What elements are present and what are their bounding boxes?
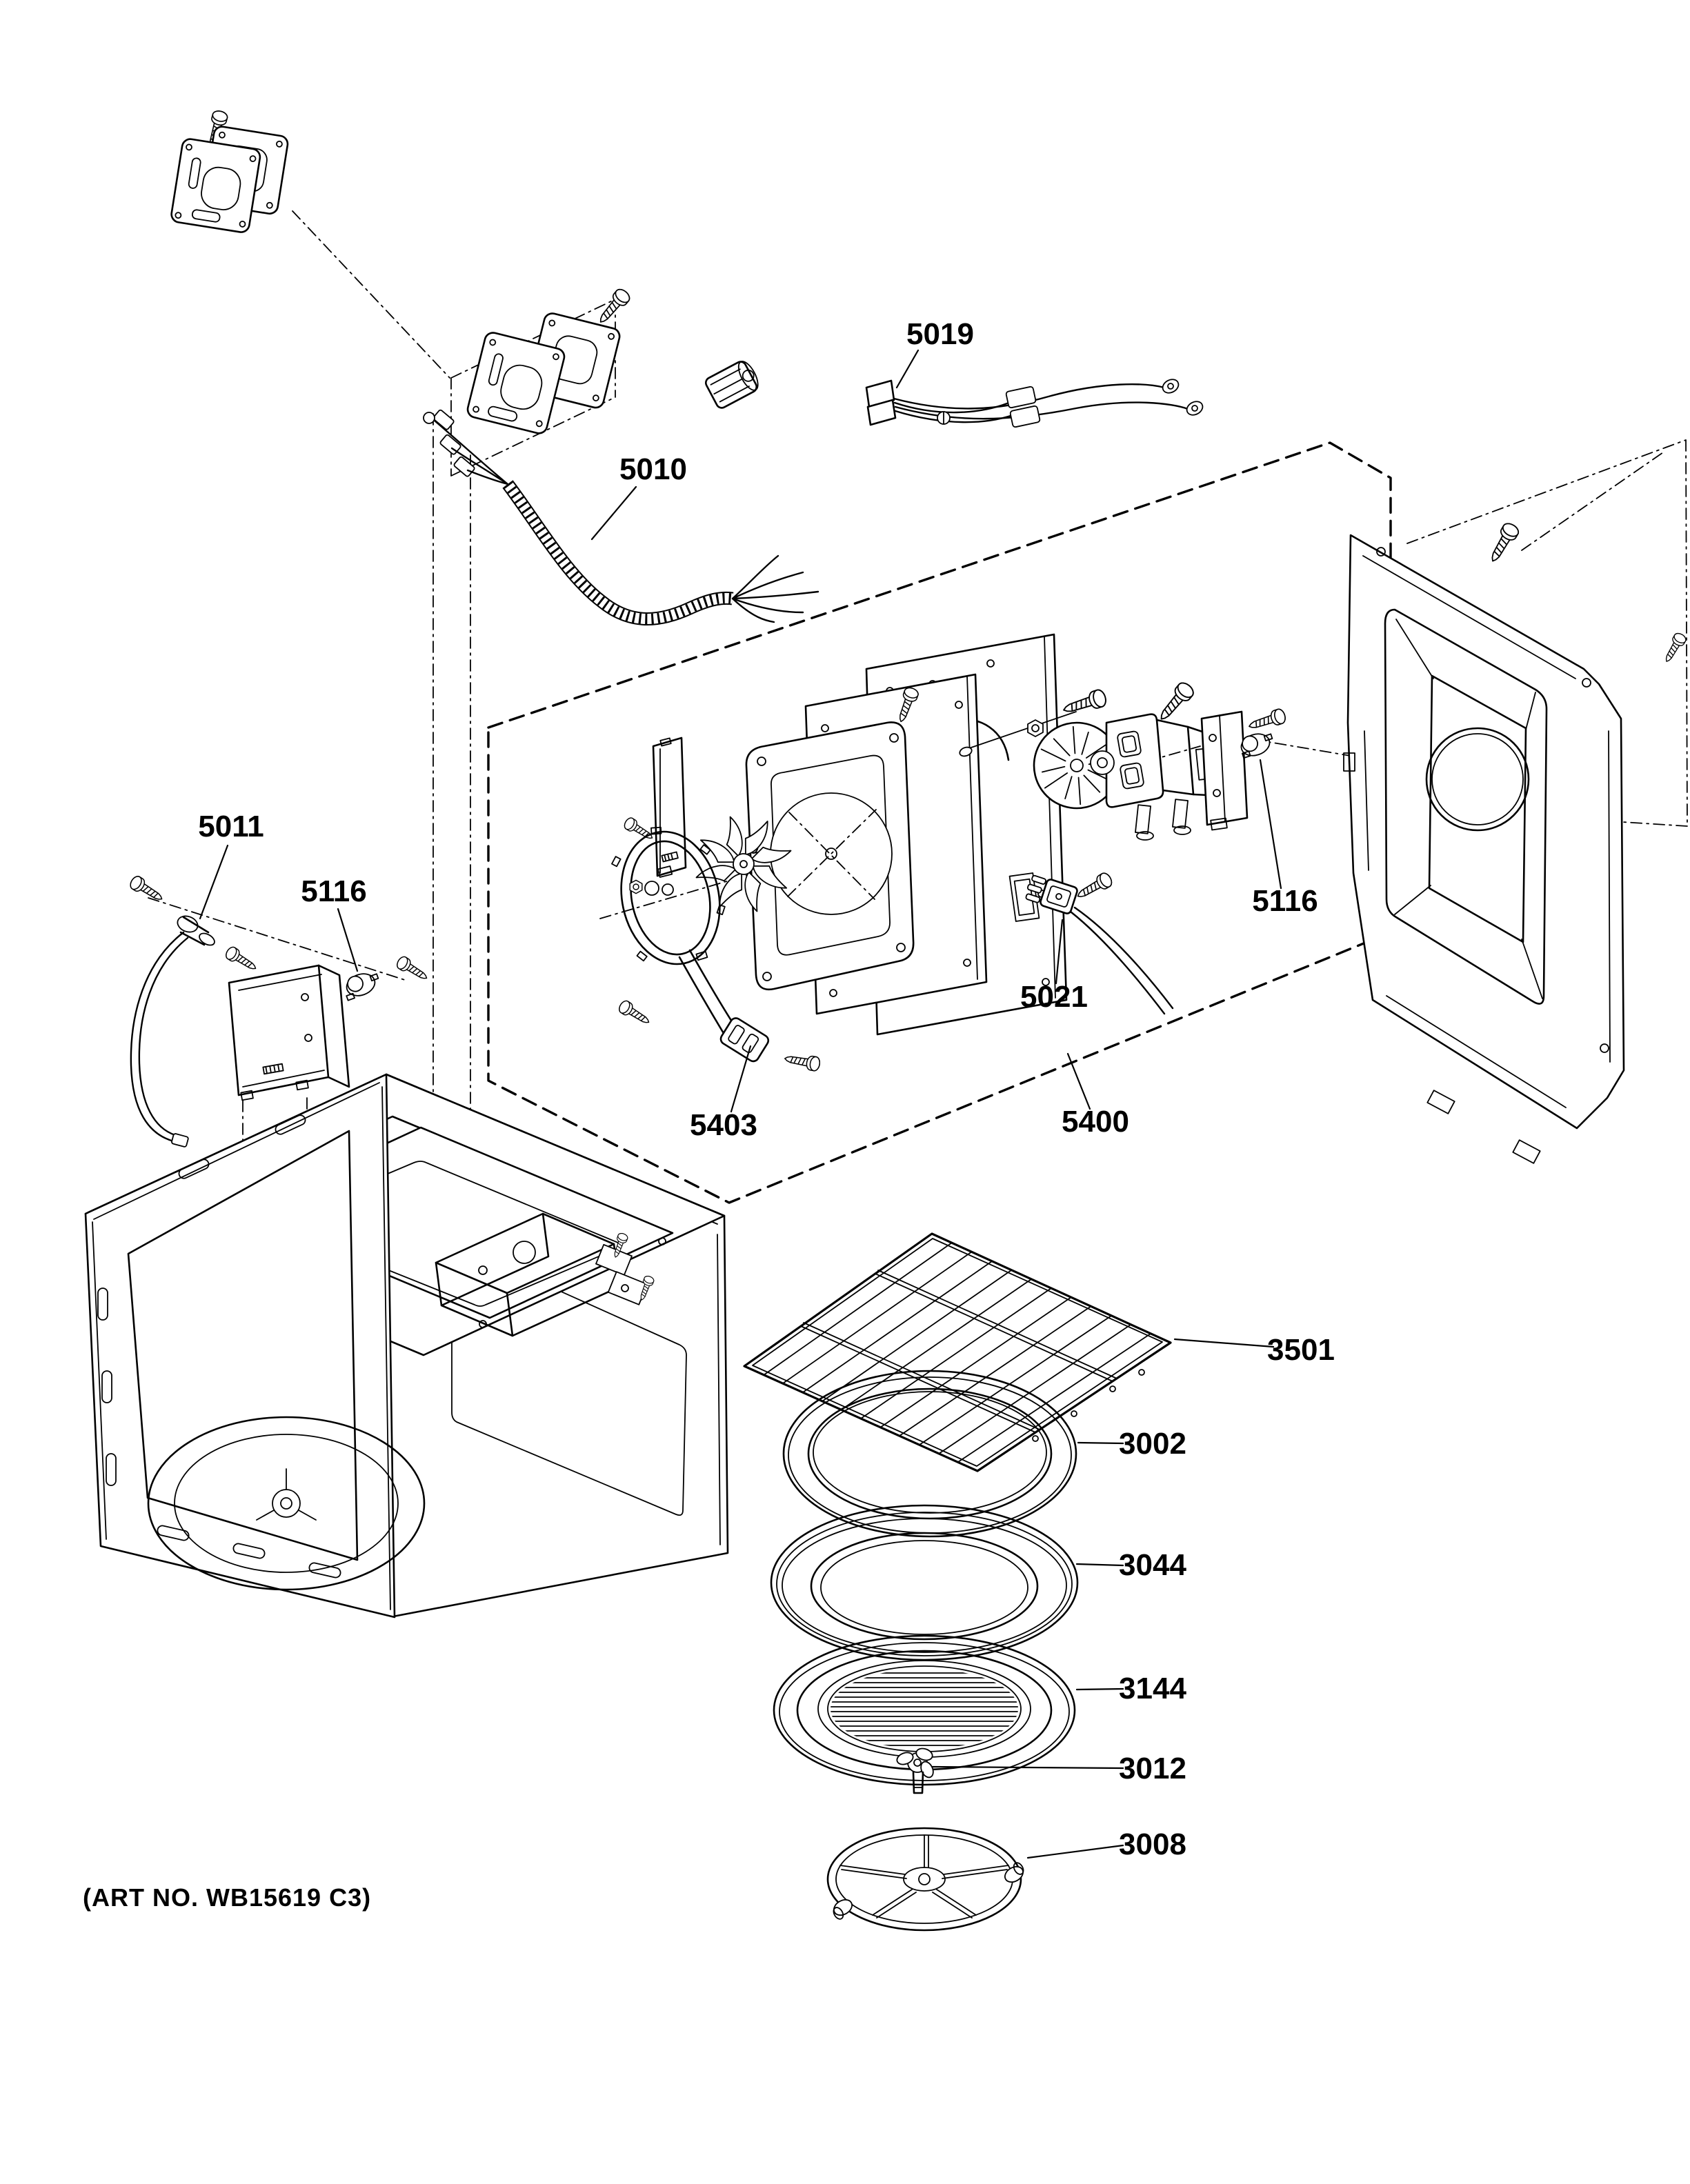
part-label-3044: 3044 (1119, 1548, 1186, 1582)
cavity-front-frame (84, 1073, 396, 1619)
assembly-screw (622, 815, 656, 844)
leader-line-5116-right (1259, 759, 1282, 890)
glass-tray-3044 (770, 1504, 1079, 1661)
part-label-5400: 5400 (1062, 1105, 1129, 1139)
part-label-3002: 3002 (1119, 1427, 1186, 1461)
oven-rack-3501 (743, 1232, 1172, 1472)
part-label-3008: 3008 (1119, 1827, 1186, 1861)
interlock-bracket-plates (466, 286, 633, 434)
wire-harness-5010 (423, 409, 819, 625)
part-label-3012: 3012 (1119, 1752, 1186, 1785)
sensor-bracket-panel (228, 964, 350, 1101)
part-label-5116-right: 5116 (1252, 884, 1318, 918)
bracket-screw-right (1246, 707, 1288, 734)
leader-line-5400 (1066, 1052, 1091, 1110)
tray-ring-3002 (782, 1370, 1077, 1538)
oven-cavity-assembly (84, 1073, 729, 1619)
power-connector-5021 (1025, 870, 1174, 1015)
leader-line-3144 (1075, 1687, 1124, 1691)
leader-line-5019 (895, 349, 919, 389)
leader-line-3012 (931, 1765, 1124, 1770)
part-label-5021: 5021 (1020, 980, 1088, 1014)
leader-line-5021 (1055, 919, 1064, 985)
part-label-5019: 5019 (906, 317, 974, 351)
leader-line-5010 (590, 485, 637, 541)
leader-line-3501 (1173, 1338, 1275, 1348)
turntable-coupler-3012 (896, 1747, 934, 1794)
leader-line-5011 (199, 844, 229, 920)
part-label-5116-left: 5116 (301, 874, 366, 908)
convection-fan-blade (695, 815, 793, 913)
callout-layer: 5019 5010 5011 5116 5116 5021 5403 5400 3501 3002… (198, 317, 1335, 1861)
convection-motor-assembly (959, 679, 1244, 841)
rear-cavity-shell (1343, 520, 1688, 1164)
leader-line-5403 (730, 1045, 752, 1113)
roller-ring-3008 (826, 1827, 1024, 1932)
shield-plate (652, 737, 687, 878)
wire-harness-5019 (865, 379, 1204, 428)
part-label-3144: 3144 (1119, 1672, 1186, 1705)
leader-line-3008 (1026, 1844, 1124, 1859)
turntable-recess (147, 1416, 426, 1591)
art-number-note: (ART NO. WB15619 C3) (83, 1883, 371, 1912)
thermostat-5116-right (1240, 733, 1273, 759)
ferrite-core (704, 361, 759, 409)
part-label-5010: 5010 (619, 452, 687, 486)
leader-line-5116-left (337, 908, 359, 972)
part-label-3501: 3501 (1267, 1333, 1335, 1367)
part-label-5403: 5403 (690, 1108, 757, 1142)
latch-bracket (595, 1232, 655, 1305)
part-label-5011: 5011 (198, 810, 264, 843)
motor-bracket (1200, 710, 1249, 831)
thermostat-5116-left (223, 945, 431, 1001)
leader-line-3044 (1075, 1563, 1124, 1567)
temperature-sensor-5011 (128, 874, 215, 1148)
heating-element-5403 (611, 826, 822, 1072)
mounting-bracket-plates-upper-left (170, 108, 289, 233)
